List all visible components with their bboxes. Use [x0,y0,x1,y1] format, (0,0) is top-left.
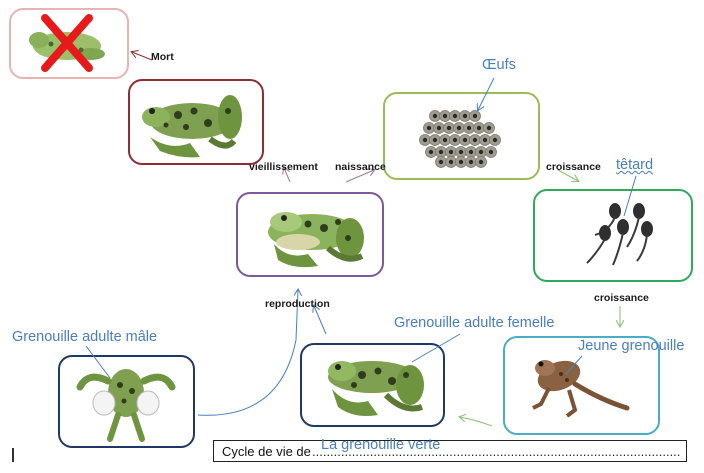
dead-frog-box [9,8,129,79]
label-mort: Mort [151,51,174,63]
eggs-box [383,92,540,180]
old-frog-icon [142,95,242,158]
adult-frog-box [236,192,384,277]
tadpoles-box [533,189,693,282]
young-frog-box [503,336,660,435]
female-frog-icon [328,361,424,416]
young-frog-icon [532,360,630,418]
adult-frog-icon [268,212,364,268]
footer-prefix: Cycle de vie de [222,444,311,459]
frog-eggs-icon [419,110,501,168]
old-frog-box [128,79,264,165]
annotation-jeune: Jeune grenouille [578,338,685,354]
male-frog-icon [76,369,176,442]
annotation-femelle: Grenouille adulte femelle [394,315,555,331]
tadpoles-icon [586,203,653,266]
footer-answer-box[interactable]: Cycle de vie de ........................… [213,440,687,462]
label-croissance-2: croissance [594,292,649,304]
label-reproduction: reproduction [265,298,330,310]
footer-dots: ........................................… [312,444,680,459]
crossed-frog-icon [29,14,105,72]
text-cursor [12,448,14,462]
annotation-male: Grenouille adulte mâle [12,329,158,345]
label-vieillissement: vieillissement [249,161,318,173]
footer-answer: La grenouille verte [321,437,441,453]
label-croissance-1: croissance [546,161,601,173]
male-frog-box [58,355,195,448]
annotation-tetard: têtard [616,157,654,173]
annotation-oeufs: Œufs [482,57,516,73]
label-naissance: naissance [335,161,386,173]
